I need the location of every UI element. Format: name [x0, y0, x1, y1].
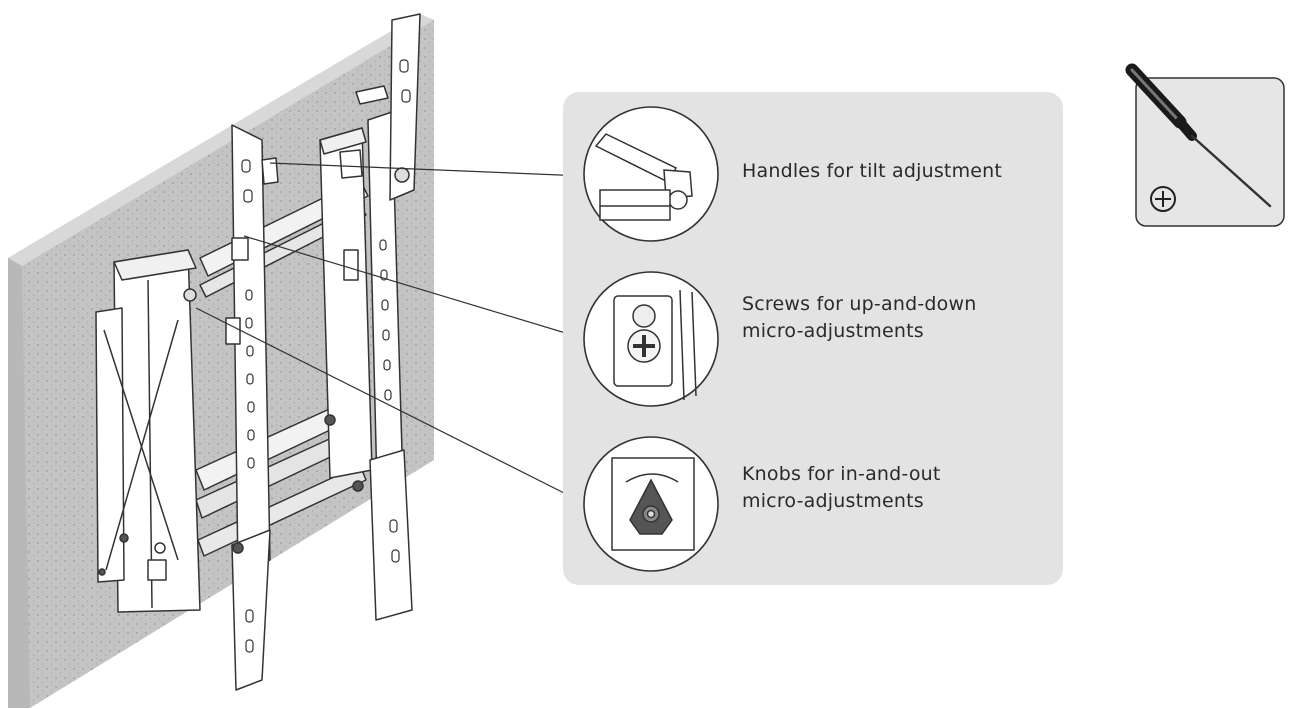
callout-label-line: micro-adjustments	[742, 490, 924, 512]
callout-label-knobs: Knobs for in-and-out micro-adjustments	[742, 461, 1062, 515]
leader-lines	[195, 162, 585, 503]
callout-label-handles: Handles for tilt adjustment	[742, 158, 1062, 185]
callout-label-line: Handles for tilt adjustment	[742, 160, 1003, 182]
star-knob-icon	[611, 457, 695, 551]
tool-box	[1125, 63, 1285, 227]
callout-label-screws: Screws for up-and-down micro-adjustments	[742, 291, 1062, 345]
phillips-screw-icon	[613, 289, 697, 401]
wall	[8, 14, 434, 708]
callout-label-line: micro-adjustments	[742, 320, 924, 342]
phillips-symbol-icon	[1150, 186, 1176, 212]
callout-label-line: Screws for up-and-down	[742, 293, 977, 315]
detail-circle-handle	[583, 106, 719, 242]
wall-mount	[95, 13, 421, 691]
phillips-screwdriver-icon	[1125, 63, 1272, 208]
callout-label-line: Knobs for in-and-out	[742, 463, 941, 485]
detail-circle-knob	[583, 436, 719, 572]
lever-handle-icon	[594, 133, 693, 221]
detail-circle-screw	[583, 271, 719, 407]
